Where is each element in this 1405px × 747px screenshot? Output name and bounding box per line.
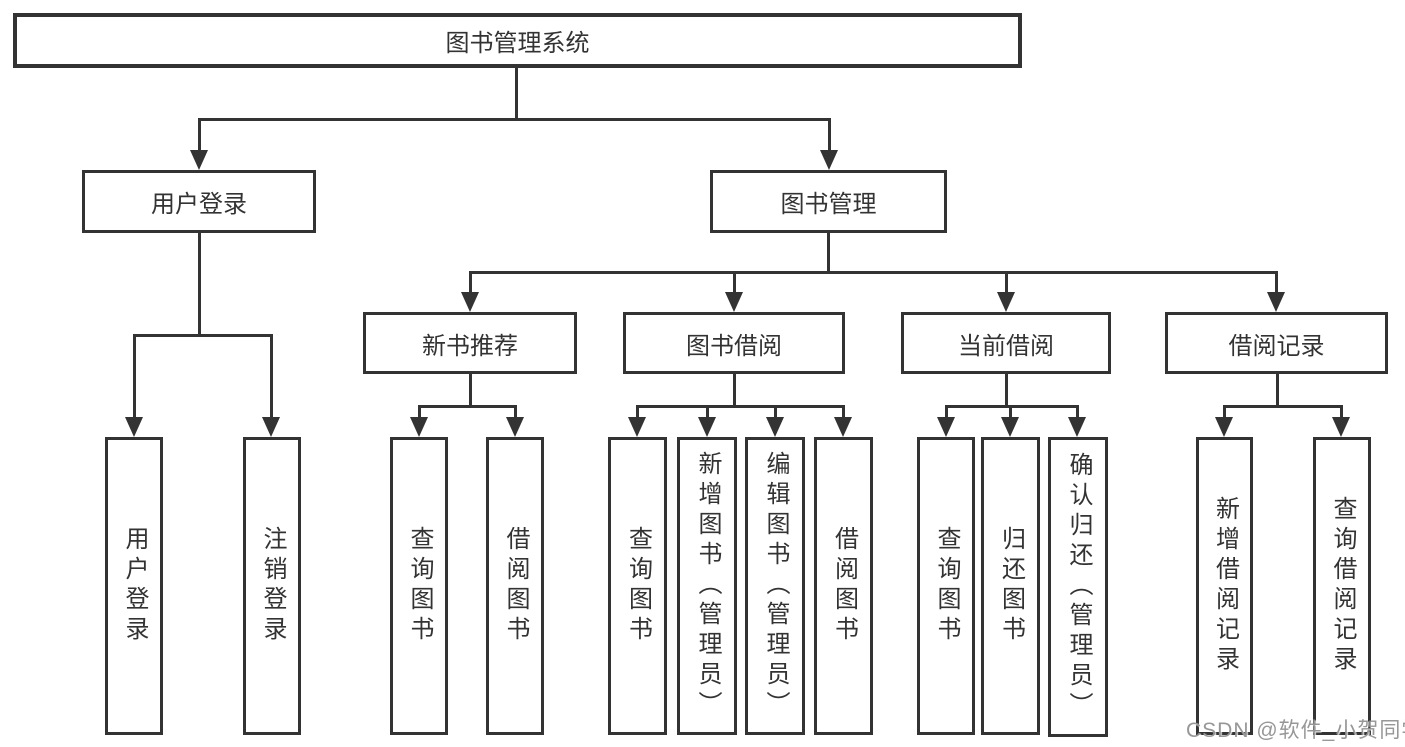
node-leaf-logout: 注销登录 bbox=[243, 437, 301, 735]
node-label: 查询图书 bbox=[624, 526, 652, 646]
arrowhead-down-icon bbox=[766, 417, 784, 437]
node-leaf-edit-books-admin: 编辑图书（管理员） bbox=[745, 437, 805, 735]
arrowhead-down-icon bbox=[997, 292, 1015, 312]
node-leaf-confirm-return-admin: 确认归还（管理员） bbox=[1048, 437, 1108, 737]
node-label: 新增图书（管理员） bbox=[694, 451, 721, 721]
node-leaf-borrow-books-1: 借阅图书 bbox=[486, 437, 544, 735]
connector-line bbox=[1076, 405, 1079, 420]
arrowhead-down-icon bbox=[461, 292, 479, 312]
arrowhead-down-icon bbox=[834, 417, 852, 437]
arrowhead-down-icon bbox=[725, 292, 743, 312]
node-library-system: 图书管理系统 bbox=[13, 13, 1022, 68]
connector-line bbox=[1223, 405, 1226, 420]
node-leaf-return-books: 归还图书 bbox=[981, 437, 1040, 735]
arrowhead-down-icon bbox=[628, 417, 646, 437]
node-label: 确认归还（管理员） bbox=[1065, 452, 1092, 722]
connector-line bbox=[945, 405, 948, 420]
connector-line bbox=[774, 405, 777, 420]
node-label: 用户登录 bbox=[121, 526, 148, 646]
csdn-watermark: CSDN @软件_小贺同学 bbox=[1186, 719, 1405, 742]
node-label: 新增借阅记录 bbox=[1211, 496, 1239, 676]
connector-line bbox=[469, 372, 472, 408]
node-book-borrowing: 图书借阅 bbox=[623, 312, 845, 374]
node-label: 借阅图书 bbox=[830, 526, 858, 646]
arrowhead-down-icon bbox=[410, 417, 428, 437]
arrowhead-down-icon bbox=[820, 150, 838, 170]
node-label: 归还图书 bbox=[997, 526, 1025, 646]
connector-line bbox=[270, 334, 273, 420]
connector-line bbox=[842, 405, 845, 420]
arrowhead-down-icon bbox=[262, 417, 280, 437]
arrowhead-down-icon bbox=[1068, 417, 1086, 437]
connector-line bbox=[706, 405, 709, 420]
arrowhead-down-icon bbox=[1267, 292, 1285, 312]
connector-line bbox=[514, 405, 517, 420]
connector-line bbox=[418, 405, 517, 408]
connector-line bbox=[198, 118, 831, 121]
connector-line bbox=[636, 405, 844, 408]
connector-line bbox=[733, 271, 736, 295]
connector-line bbox=[198, 118, 201, 154]
connector-line bbox=[469, 271, 1277, 274]
connector-line bbox=[418, 405, 421, 420]
node-leaf-query-books-3: 查询图书 bbox=[917, 437, 975, 735]
arrowhead-down-icon bbox=[190, 150, 208, 170]
arrowhead-down-icon bbox=[698, 417, 716, 437]
node-label: 编辑图书（管理员） bbox=[762, 451, 789, 721]
connector-line bbox=[1009, 405, 1012, 420]
node-borrowing-records: 借阅记录 bbox=[1165, 312, 1388, 374]
connector-line bbox=[198, 231, 201, 336]
node-label: 查询图书 bbox=[933, 526, 960, 646]
connector-line bbox=[828, 118, 831, 154]
connector-line bbox=[1340, 405, 1343, 420]
arrowhead-down-icon bbox=[506, 417, 524, 437]
connector-line bbox=[515, 66, 518, 120]
node-book-management: 图书管理 bbox=[710, 170, 947, 233]
arrowhead-down-icon bbox=[1215, 417, 1233, 437]
node-leaf-add-borrow-record: 新增借阅记录 bbox=[1196, 437, 1253, 735]
node-label: 借阅图书 bbox=[502, 526, 529, 646]
arrowhead-down-icon bbox=[1332, 417, 1350, 437]
node-leaf-query-borrow-record: 查询借阅记录 bbox=[1313, 437, 1371, 735]
arrowhead-down-icon bbox=[937, 417, 955, 437]
node-leaf-add-books-admin: 新增图书（管理员） bbox=[677, 437, 737, 735]
connector-line bbox=[133, 334, 136, 420]
node-label: 查询图书 bbox=[406, 526, 433, 646]
node-leaf-query-books-1: 查询图书 bbox=[390, 437, 448, 735]
node-leaf-query-books-2: 查询图书 bbox=[608, 437, 667, 735]
connector-line bbox=[1005, 372, 1008, 408]
node-label: 注销登录 bbox=[259, 526, 286, 646]
connector-line bbox=[733, 372, 736, 408]
node-new-book-recommend: 新书推荐 bbox=[363, 312, 577, 374]
node-user-login: 用户登录 bbox=[82, 170, 316, 233]
connector-line bbox=[827, 231, 830, 274]
arrowhead-down-icon bbox=[1001, 417, 1019, 437]
connector-line bbox=[1223, 405, 1342, 408]
connector-line bbox=[1275, 271, 1278, 295]
connector-line bbox=[469, 271, 472, 295]
node-label: 查询借阅记录 bbox=[1329, 496, 1356, 676]
connector-line bbox=[1276, 372, 1279, 408]
connector-line bbox=[945, 405, 1079, 408]
connector-line bbox=[133, 334, 273, 337]
connector-line bbox=[636, 405, 639, 420]
node-leaf-borrow-books-2: 借阅图书 bbox=[814, 437, 873, 735]
arrowhead-down-icon bbox=[125, 417, 143, 437]
node-leaf-user-login: 用户登录 bbox=[105, 437, 163, 735]
node-current-borrowing: 当前借阅 bbox=[901, 312, 1111, 374]
connector-line bbox=[1005, 271, 1008, 295]
